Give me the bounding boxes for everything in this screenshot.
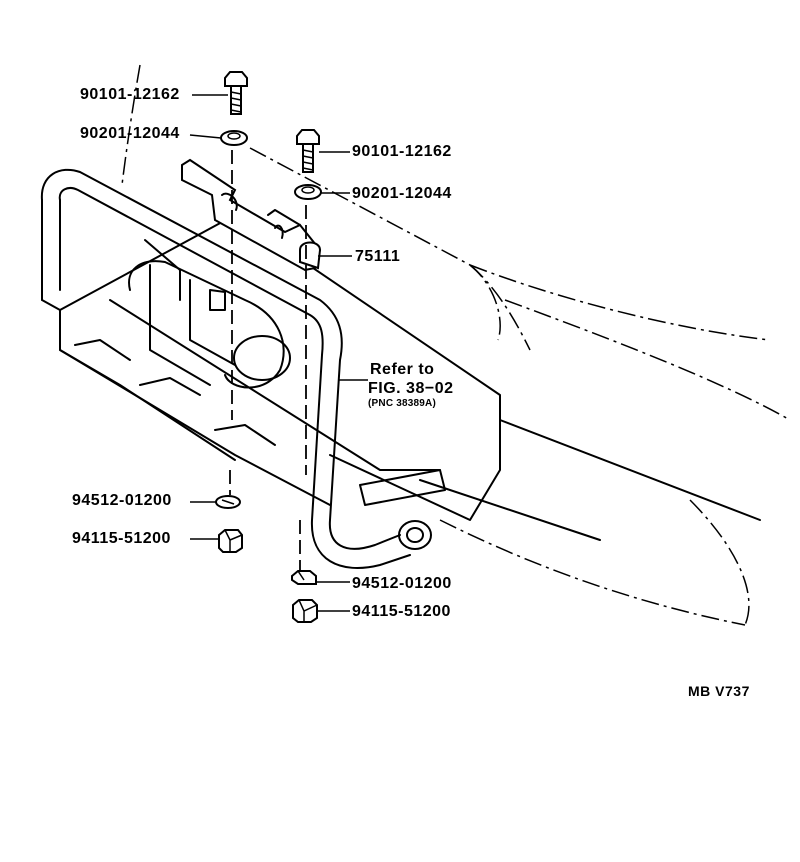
label-washer-left: 90201-12044	[80, 125, 180, 142]
motor-unit	[128, 239, 291, 389]
bumper-beam	[59, 214, 761, 541]
nut-washer-right	[291, 570, 317, 585]
label-refer-to: Refer to	[370, 361, 435, 378]
washer-right	[294, 184, 322, 200]
bolt-axis-lines	[229, 150, 307, 570]
bolt-right	[296, 129, 320, 173]
bracket-75111	[181, 158, 322, 272]
label-nut-right: 94115-51200	[352, 603, 451, 620]
label-bracket: 75111	[355, 248, 401, 265]
nut-right	[292, 599, 318, 623]
label-washer-right: 90201-12044	[352, 185, 452, 202]
label-nut-washer-right: 94512-01200	[352, 575, 452, 592]
nut-left	[218, 529, 243, 553]
label-bolt-right: 90101-12162	[352, 143, 452, 160]
vehicle-body-outline	[121, 64, 791, 626]
leader-lines	[189, 94, 368, 612]
washer-left	[220, 130, 248, 146]
nut-washer-left	[215, 495, 241, 509]
bolt-left	[224, 71, 248, 115]
guard-frame	[40, 168, 432, 569]
label-refer-fig: FIG. 38−02	[368, 380, 454, 397]
figure-code: MB V737	[688, 683, 750, 699]
label-bolt-left: 90101-12162	[80, 86, 180, 103]
label-nut-left: 94115-51200	[72, 530, 171, 547]
label-nut-washer-left: 94512-01200	[72, 492, 172, 509]
label-refer-pnc: (PNC 38389A)	[368, 398, 436, 409]
